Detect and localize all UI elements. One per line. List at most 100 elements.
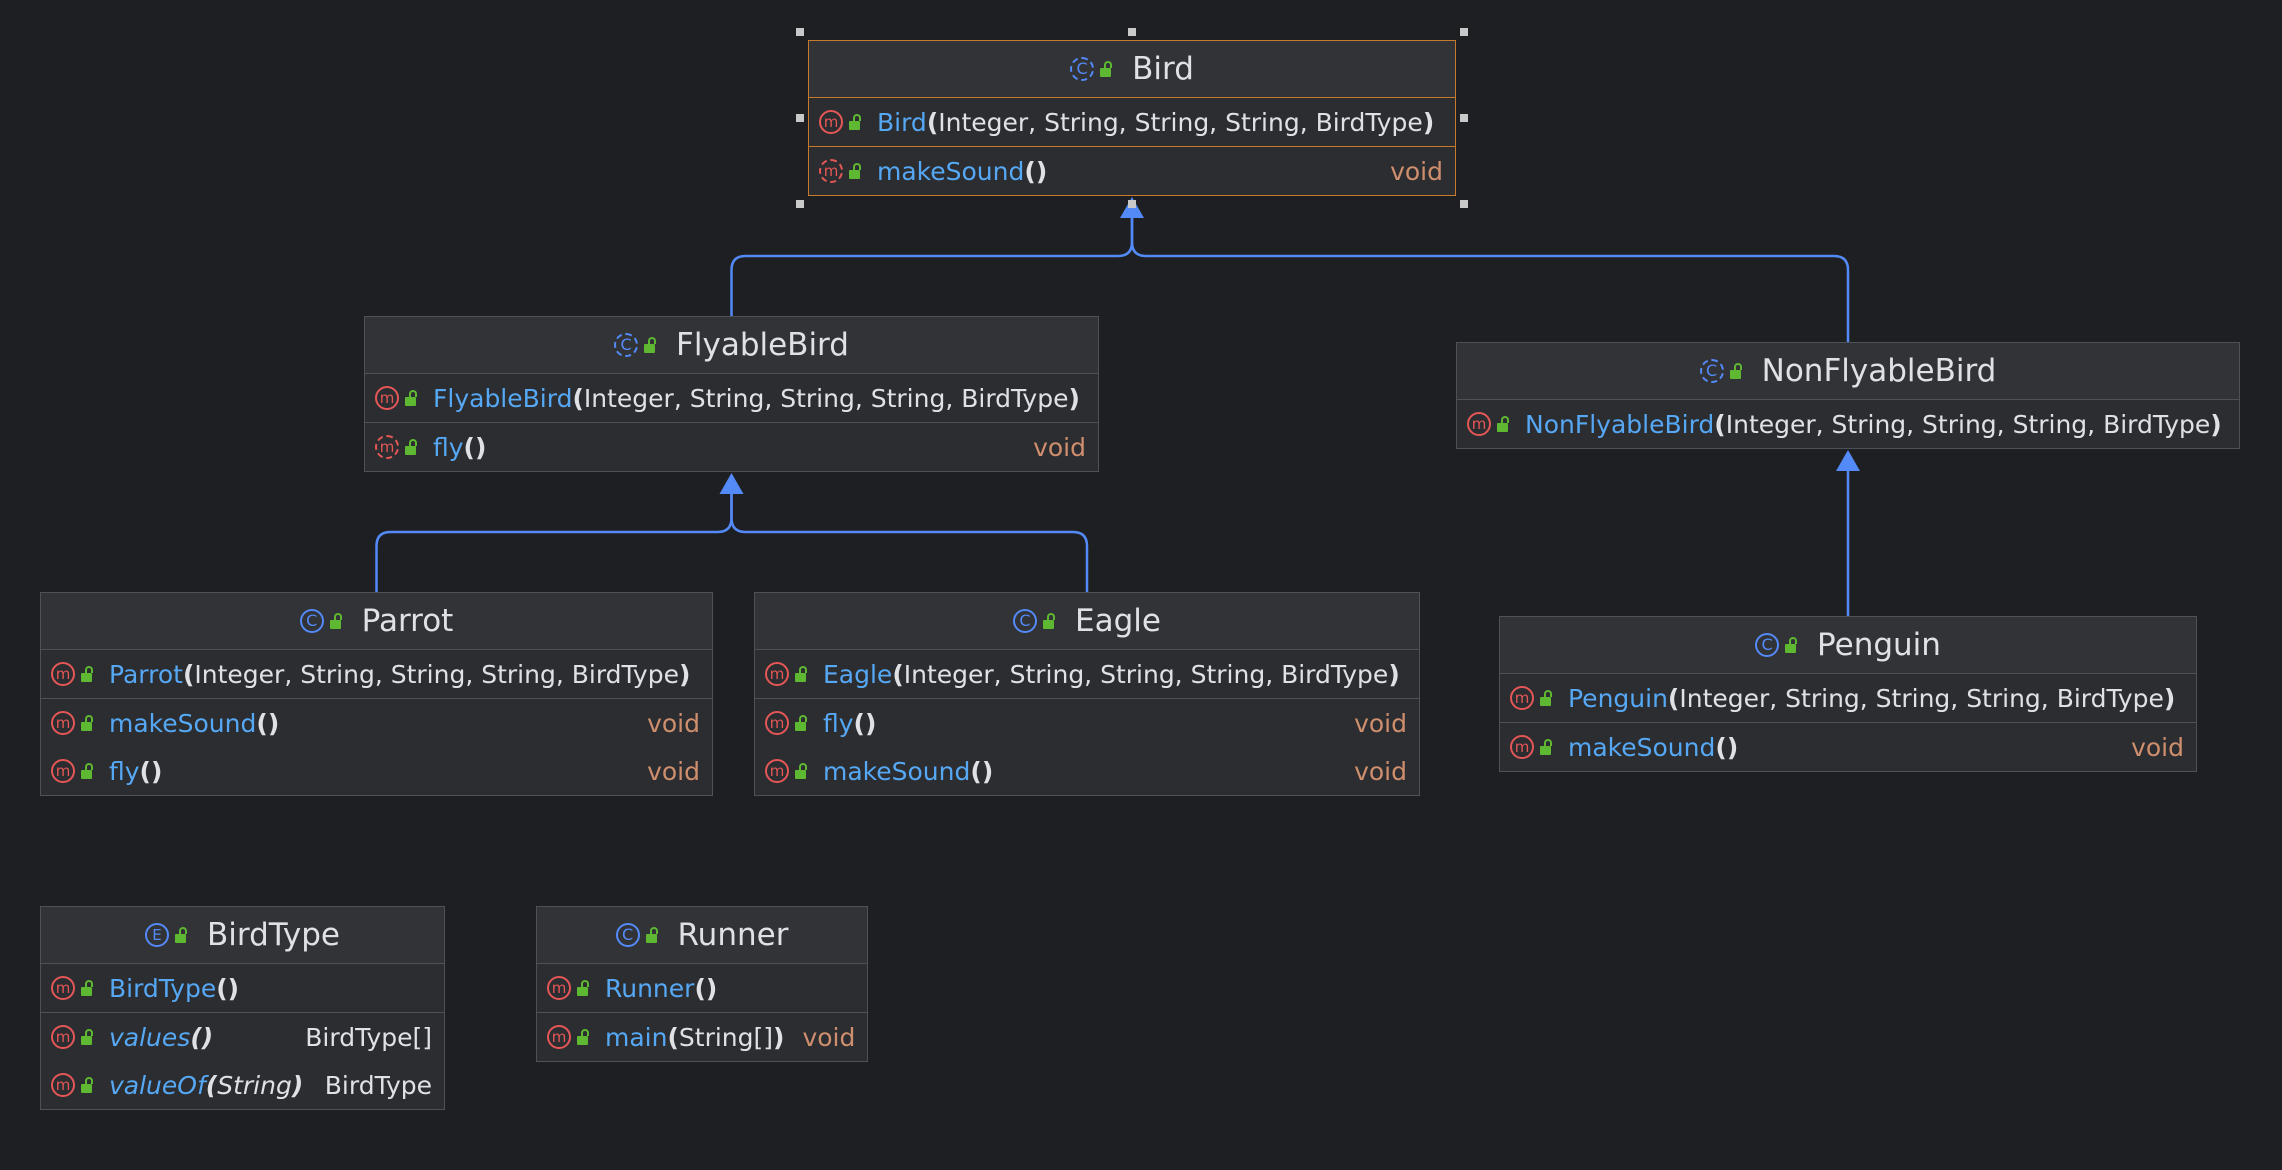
open-paren: ( [205,1070,218,1100]
close-paren: ) [1422,107,1435,137]
method-params: String[] [678,1022,774,1052]
close-paren: ) [678,659,691,689]
method-name: Parrot [109,659,183,689]
open-paren: ( [1024,156,1036,186]
method-icon: m [51,662,75,686]
return-type: void [1354,708,1407,738]
open-paren: ( [139,756,151,786]
selection-handle[interactable] [796,114,804,122]
inheritance-edge-nonflyablebird-to-bird[interactable] [1130,218,1850,342]
close-paren: ) [150,756,163,786]
method-name: FlyableBird [433,383,573,413]
method-params: Integer, String, String, String, BirdTyp… [194,659,679,689]
inheritance-edge-flyablebird-to-bird[interactable] [730,218,1134,316]
selection-handle[interactable] [1460,200,1468,208]
open-paren: ( [1667,683,1680,713]
public-lock-icon [405,439,419,455]
selection-handle[interactable] [1128,200,1136,208]
public-lock-icon [1540,690,1554,706]
open-paren: ( [667,1022,679,1052]
method-icon: m [547,1025,571,1049]
selection-handle[interactable] [796,28,804,36]
public-lock-icon [81,666,95,682]
open-paren: ( [892,659,904,689]
inheritance-arrowhead-nonflyablebird [1836,450,1860,471]
return-type: void [802,1022,856,1052]
class-icon: C [1699,359,1724,383]
public-lock-icon [81,763,95,779]
close-paren: ) [1035,156,1048,186]
selection-handle[interactable] [1128,28,1136,36]
method-icon: m [765,711,789,735]
selection-handle[interactable] [1460,28,1468,36]
method-name: valueOf [109,1070,206,1100]
inheritance-edge-eagle-to-flyablebird[interactable] [730,494,1089,592]
method-icon: m [819,110,843,134]
public-lock-icon [1540,739,1554,755]
method-icon: m [51,711,75,735]
class-icon: C [1070,57,1095,81]
public-lock-icon [81,1077,95,1093]
method-name: Penguin [1568,683,1668,713]
method-name: makeSound [1568,732,1716,762]
open-paren: ( [572,383,584,413]
return-type: void [647,756,700,786]
selection-handle[interactable] [796,200,804,208]
method-params: Integer, String, String, String, BirdTyp… [1725,409,2211,439]
method-icon: m [1510,735,1534,759]
open-paren: ( [190,1022,202,1052]
method-name: Runner [605,973,695,1003]
method-name: BirdType [109,973,217,1003]
public-lock-icon [1729,363,1744,379]
inheritance-edge-parrot-to-flyablebird[interactable] [375,494,733,592]
class-icon: C [1755,633,1780,657]
class-title: BirdType [207,917,340,953]
selection-handle[interactable] [1460,114,1468,122]
public-lock-icon [577,1029,591,1045]
return-type: void [647,708,700,738]
